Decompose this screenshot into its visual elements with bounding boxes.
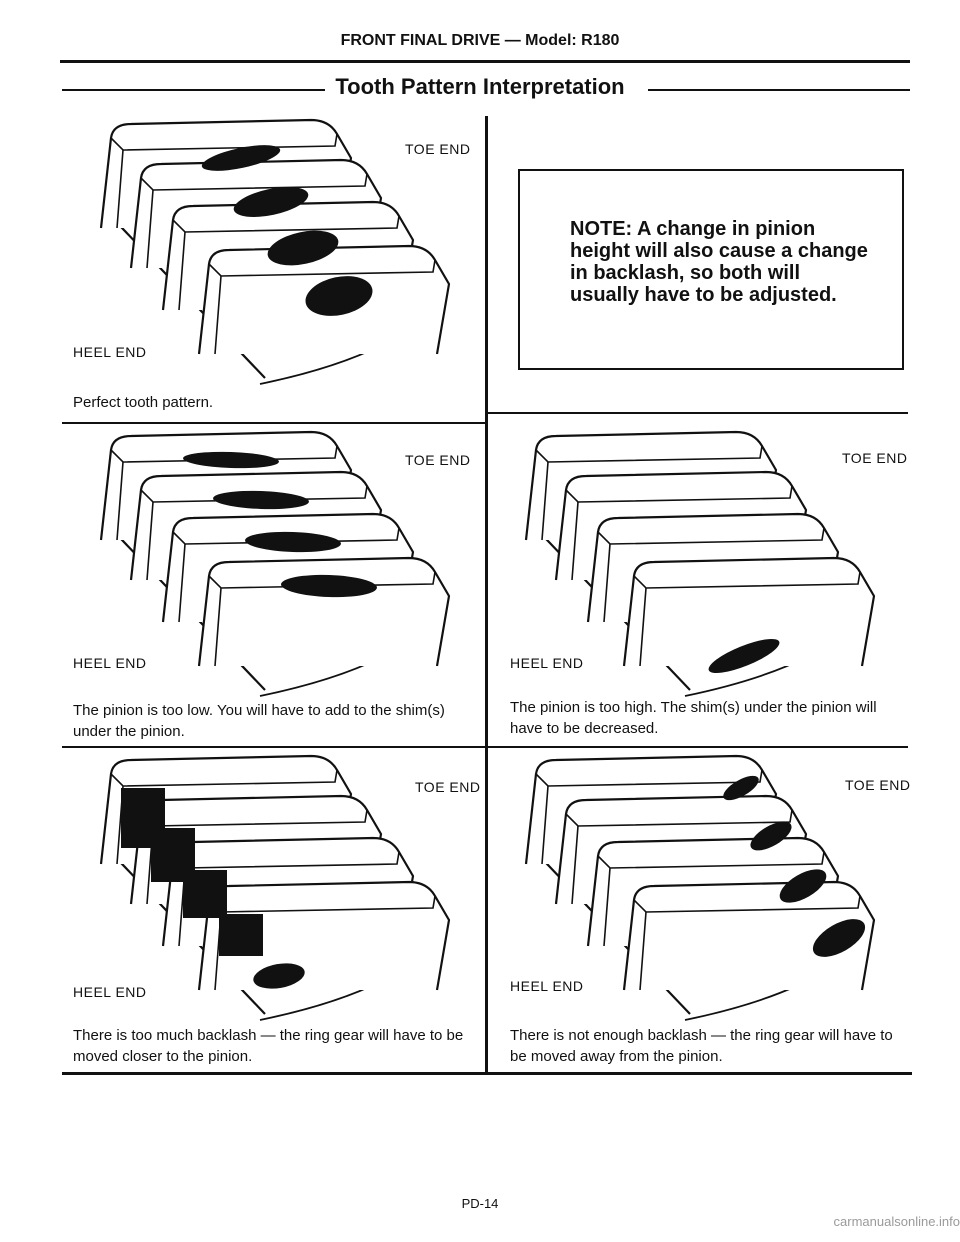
- separator-right-1: [488, 412, 908, 414]
- page-header: FRONT FINAL DRIVE — Model: R180: [340, 32, 620, 49]
- toe-end-label: TOE END: [845, 777, 911, 793]
- contact-pattern: [779, 869, 827, 903]
- title-line-left: [62, 89, 332, 91]
- note-box: [518, 169, 904, 370]
- caption-not-enough-backlash: There is not enough backlash — the ring …: [510, 1027, 893, 1065]
- separator-left-1: [62, 422, 486, 424]
- gear-tooth: [197, 556, 451, 667]
- watermark: carmanualsonline.info: [833, 1214, 960, 1229]
- separator-left-2: [62, 746, 486, 748]
- separator-right-2: [488, 746, 908, 748]
- contact-pattern: [201, 145, 281, 171]
- heel-end-label: HEEL END: [73, 344, 147, 360]
- gear-diagram-too-low: [99, 430, 451, 697]
- toe-end-label: TOE END: [842, 450, 908, 466]
- page-number: PD-14: [461, 1196, 499, 1211]
- heel-end-label: HEEL END: [510, 978, 584, 994]
- toe-end-label: TOE END: [405, 452, 471, 468]
- contact-pattern: [723, 775, 759, 801]
- contact-pattern: [219, 914, 263, 956]
- caption-too-low: The pinion is too low. You will have to …: [73, 702, 445, 740]
- contact-pattern: [281, 574, 377, 598]
- gear-tooth: [622, 880, 876, 991]
- column-divider: [485, 116, 488, 1074]
- contact-pattern: [183, 870, 227, 918]
- title-line-right: [648, 89, 910, 91]
- section-title-text: Tooth Pattern Interpretation: [325, 74, 635, 99]
- section-title: Tooth Pattern Interpretation: [0, 74, 960, 100]
- heel-end-label: HEEL END: [73, 655, 147, 671]
- contact-pattern: [213, 490, 309, 510]
- contact-pattern: [233, 187, 309, 217]
- header-rule: [60, 60, 910, 63]
- gear-diagram-too-much-backlash: [99, 754, 451, 1021]
- contact-pattern: [305, 276, 373, 316]
- toe-end-label: TOE END: [415, 779, 481, 795]
- gear-diagram-perfect: [99, 118, 451, 385]
- heel-end-label: HEEL END: [510, 655, 584, 671]
- contact-pattern: [708, 639, 780, 673]
- contact-pattern: [750, 821, 792, 851]
- gear-diagram-not-enough-backlash: [524, 754, 876, 1021]
- contact-pattern: [183, 451, 279, 469]
- gear-diagram-too-high: [524, 430, 876, 697]
- caption-too-much-backlash: There is too much backlash — the ring ge…: [73, 1027, 464, 1065]
- gear-tooth: [622, 556, 876, 667]
- toe-end-label: TOE END: [405, 141, 471, 157]
- caption-too-high: The pinion is too high. The shim(s) unde…: [510, 699, 877, 737]
- contact-pattern: [267, 230, 339, 266]
- contact-pattern: [253, 963, 305, 989]
- contact-pattern: [245, 531, 341, 553]
- note-text: NOTE: A change in pinion height will als…: [570, 218, 868, 306]
- contact-pattern: [812, 919, 866, 957]
- caption-perfect: Perfect tooth pattern.: [73, 394, 214, 411]
- heel-end-label: HEEL END: [73, 984, 147, 1000]
- bottom-rule: [62, 1072, 912, 1075]
